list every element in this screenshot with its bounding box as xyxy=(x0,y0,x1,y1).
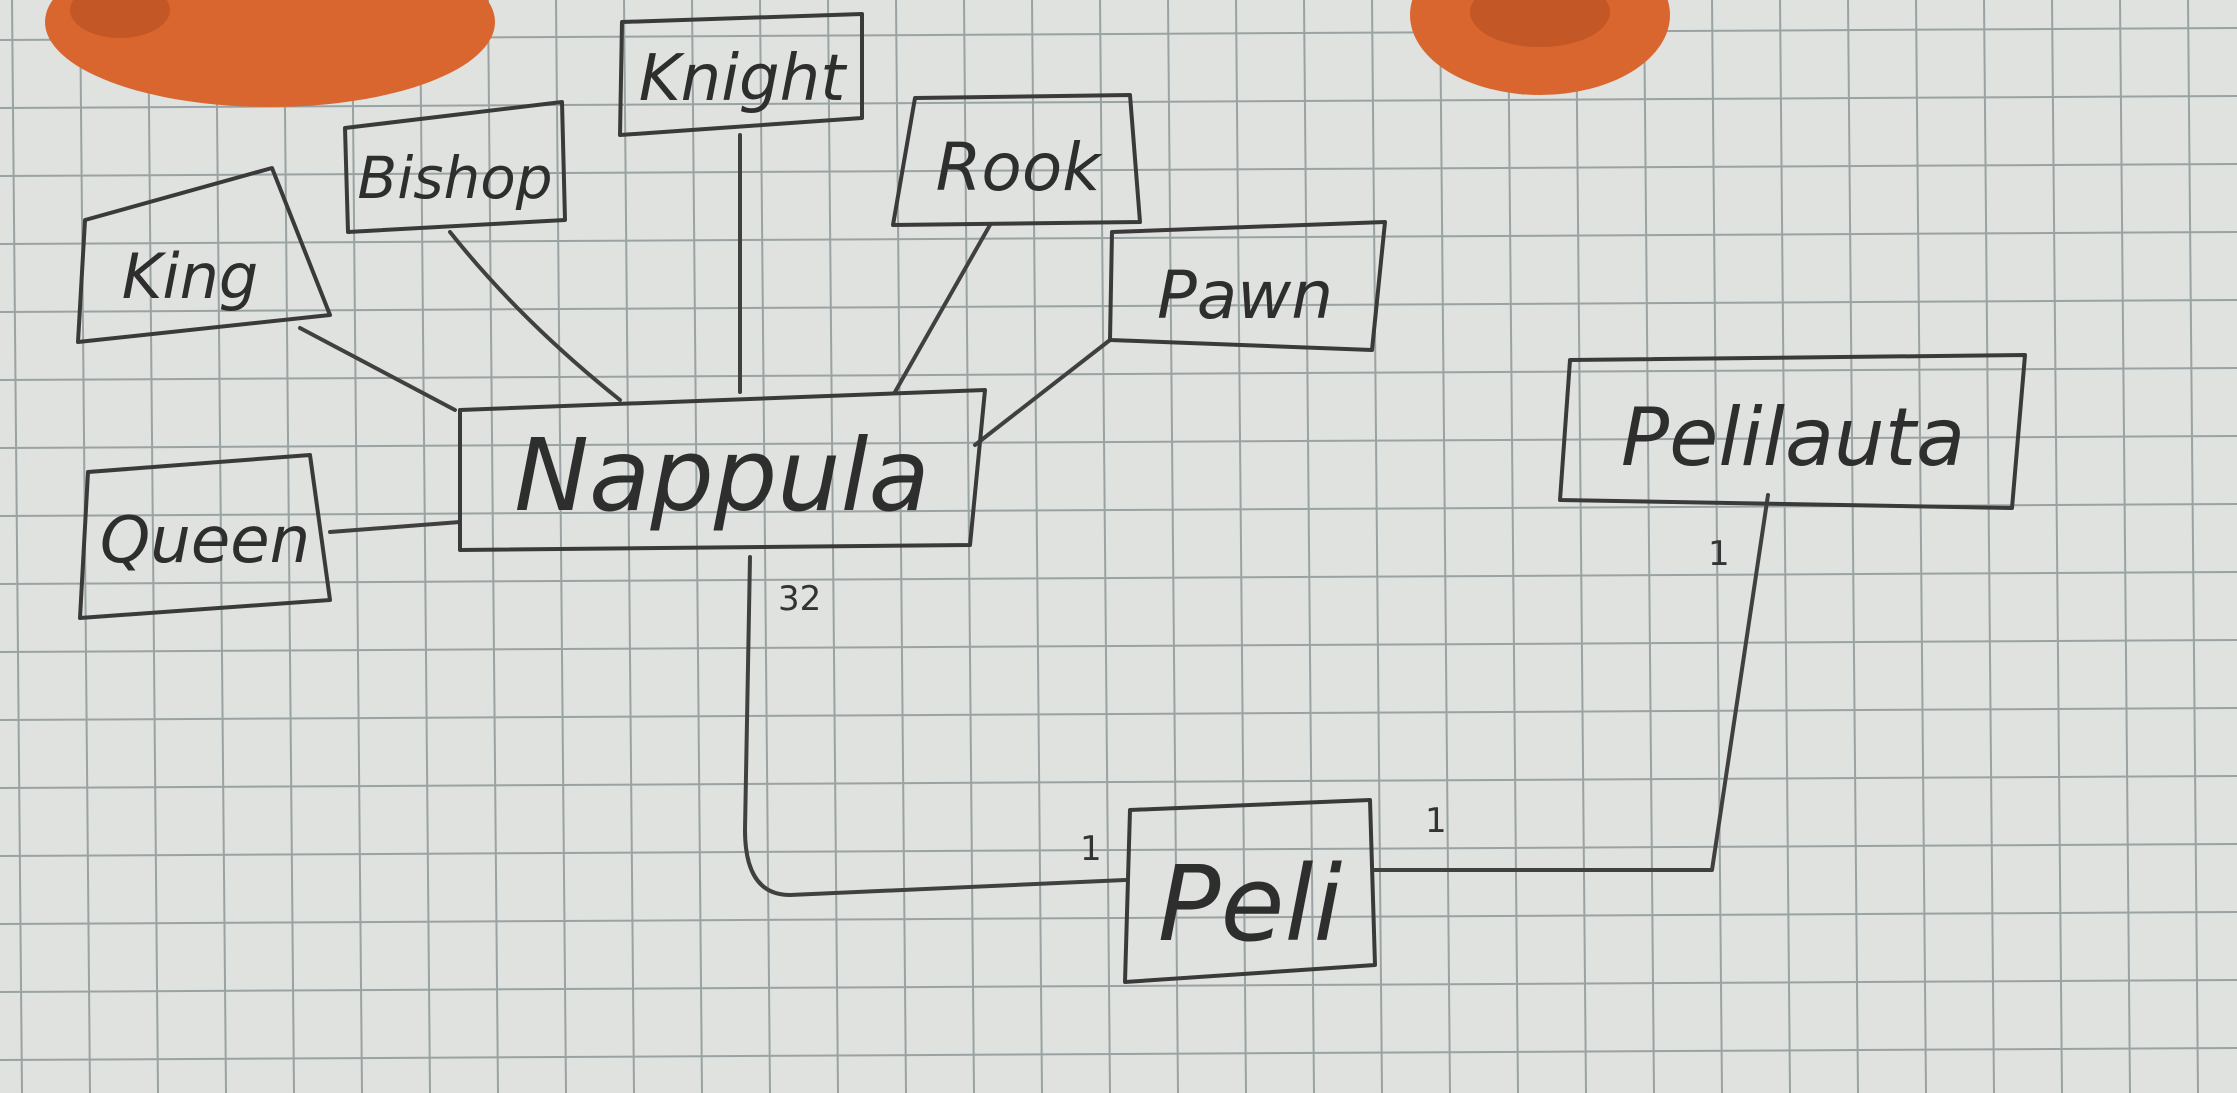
multiplicity-peli-from-nappula: 1 xyxy=(1080,829,1102,869)
node-peli: Peli xyxy=(1123,798,1377,984)
multiplicity-nappula-peli: 32 xyxy=(778,579,821,619)
grid-line-horizontal xyxy=(0,163,2237,177)
node-knight: Knight xyxy=(618,12,864,137)
multiplicity-peli-to-pelilauta: 1 xyxy=(1425,801,1447,841)
grid-line-horizontal xyxy=(0,95,2237,109)
finger-right-icon xyxy=(1410,0,1670,95)
grid-line-vertical xyxy=(2187,0,2199,1093)
connections xyxy=(298,133,1770,897)
grid-line-vertical xyxy=(11,0,23,1093)
node-pawn: Pawn xyxy=(1108,220,1387,352)
grid-line-horizontal xyxy=(0,979,2237,993)
grid-line-horizontal xyxy=(0,1047,2237,1061)
grid-line-vertical xyxy=(555,0,567,1093)
grid-line-vertical xyxy=(487,0,499,1093)
grid-line-vertical xyxy=(1507,0,1519,1093)
grid-line-vertical xyxy=(1575,0,1587,1093)
grid-line-horizontal xyxy=(0,367,2237,381)
node-peli-label: Peli xyxy=(1158,843,1343,965)
grid-line-horizontal xyxy=(0,775,2237,789)
grid-line-vertical xyxy=(2051,0,2063,1093)
grid-line-horizontal xyxy=(0,639,2237,653)
grid-line-vertical xyxy=(1915,0,1927,1093)
grid-line-vertical xyxy=(283,0,295,1093)
node-knight-label: Knight xyxy=(639,42,849,116)
grid-line-vertical xyxy=(1643,0,1655,1093)
node-bishop-label: Bishop xyxy=(357,144,552,212)
edge-bishop-nappula xyxy=(448,230,622,402)
grid-line-horizontal xyxy=(0,911,2237,925)
edge-nappula-peli xyxy=(743,555,1127,897)
grid-line-horizontal xyxy=(0,231,2237,245)
node-pelilauta-label: Pelilauta xyxy=(1621,391,1965,484)
grid-line-vertical xyxy=(1235,0,1247,1093)
grid-line-vertical xyxy=(2119,0,2131,1093)
finger-left-icon xyxy=(45,0,495,107)
node-rook-label: Rook xyxy=(936,129,1104,206)
node-pelilauta: Pelilauta xyxy=(1558,353,2027,510)
grid-line-vertical xyxy=(1439,0,1451,1093)
grid-line-vertical xyxy=(1711,0,1723,1093)
node-queen-label: Queen xyxy=(100,504,310,578)
node-nappula-label: Nappula xyxy=(514,417,929,534)
node-king: King xyxy=(76,166,332,344)
grid-line-vertical xyxy=(419,0,431,1093)
grid-line-vertical xyxy=(1167,0,1179,1093)
node-bishop: Bishop xyxy=(343,100,567,234)
edge-rook-nappula xyxy=(893,223,992,394)
node-queen: Queen xyxy=(78,453,332,620)
grid-line-vertical xyxy=(1099,0,1111,1093)
grid-line-vertical xyxy=(1303,0,1315,1093)
grid-line-vertical xyxy=(1847,0,1859,1093)
grid-line-vertical xyxy=(1983,0,1995,1093)
node-nappula: Nappula xyxy=(458,388,987,552)
grid-line-horizontal xyxy=(0,843,2237,857)
grid-line-horizontal xyxy=(0,435,2237,449)
grid-line-vertical xyxy=(1779,0,1791,1093)
grid-line-horizontal xyxy=(0,299,2237,313)
node-rook: Rook xyxy=(891,93,1142,227)
edge-pawn-nappula xyxy=(973,338,1112,447)
grid-line-vertical xyxy=(1031,0,1043,1093)
edge-queen-nappula xyxy=(328,520,462,534)
grid-line-vertical xyxy=(147,0,159,1093)
edge-king-nappula xyxy=(298,326,457,412)
node-king-label: King xyxy=(122,240,259,313)
multiplicity-pelilauta-from-peli: 1 xyxy=(1708,534,1730,574)
grid-line-vertical xyxy=(351,0,363,1093)
edge-peli-pelilauta xyxy=(1373,493,1770,872)
node-pawn-label: Pawn xyxy=(1157,257,1333,334)
grid-line-horizontal xyxy=(0,707,2237,721)
grid-line-vertical xyxy=(1371,0,1383,1093)
grid-line-horizontal xyxy=(0,571,2237,585)
